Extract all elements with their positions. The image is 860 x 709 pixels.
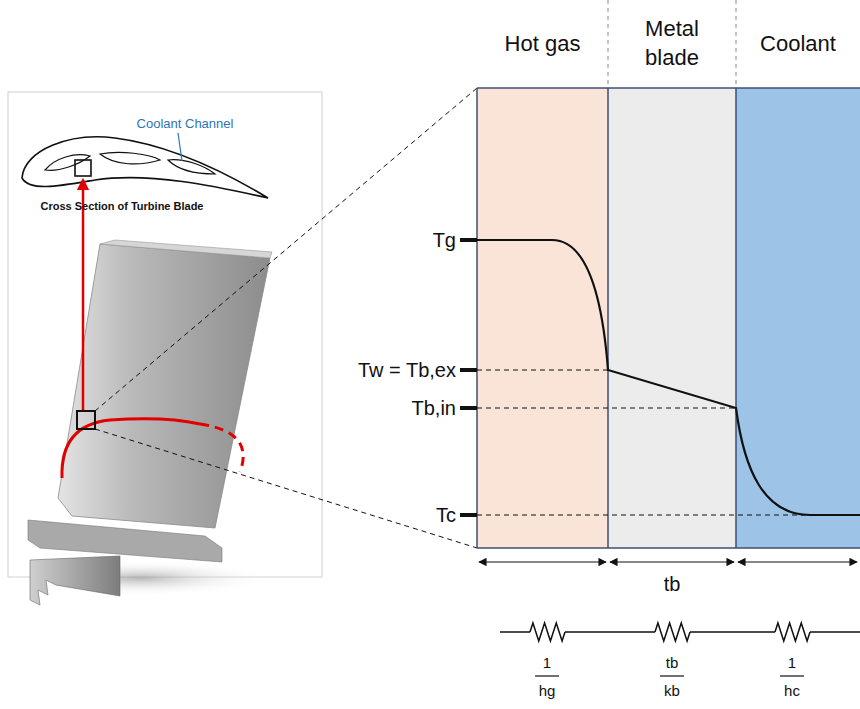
region-band: Metal blade <box>608 88 736 548</box>
blade-tip <box>100 240 272 258</box>
region-band: Coolant <box>736 88 860 548</box>
section-arc <box>62 419 200 478</box>
fraction-part: 1 <box>788 655 796 672</box>
dimension-label: tb <box>664 573 681 595</box>
temperature-label: Tg <box>433 229 456 251</box>
band-outline <box>477 88 860 548</box>
band-heading-box: Coolant <box>739 0 857 88</box>
zoom-line <box>95 88 477 411</box>
fraction-part: hg <box>539 683 556 700</box>
section-arc <box>200 424 243 472</box>
band-heading-box: Hot gas <box>478 0 608 88</box>
resistor-symbol <box>530 623 565 641</box>
callout-label: Coolant Channel <box>137 117 234 131</box>
temperature-curve <box>477 240 860 515</box>
airfoil-section <box>22 137 268 198</box>
region-band: Hot gas <box>477 88 608 548</box>
zoom-line <box>95 429 477 548</box>
fraction-part: hc <box>784 683 800 700</box>
level-line <box>477 370 805 515</box>
tick-mark <box>460 240 477 515</box>
detail-square <box>75 160 91 176</box>
fraction-part: tb <box>666 655 679 672</box>
band-heading: Metal blade <box>630 15 714 72</box>
temperature-label: Tw = Tb,ex <box>358 359 456 381</box>
dimension-arrow <box>479 561 857 562</box>
resistor-network <box>500 623 860 641</box>
band-heading: Hot gas <box>505 30 581 59</box>
wire <box>500 631 860 633</box>
temperature-label: Tc <box>436 504 456 526</box>
temperature-label: Tb,in <box>412 397 456 419</box>
coolant-channel <box>100 152 160 164</box>
illustration-panel <box>8 92 322 577</box>
resistor-symbol <box>775 623 810 641</box>
separator <box>736 0 737 88</box>
fraction-part: 1 <box>543 655 551 672</box>
coolant-channel <box>45 155 90 171</box>
red-arrow <box>82 184 85 412</box>
figure-caption: Cross Section of Turbine Blade <box>41 200 204 212</box>
band-heading-box: Metal blade <box>630 0 714 88</box>
fraction-bar <box>535 675 804 676</box>
blade-airfoil <box>58 244 270 528</box>
leader-line <box>178 133 182 161</box>
fraction-part: kb <box>664 683 680 700</box>
coolant-channel <box>168 160 215 174</box>
band-heading: Coolant <box>760 30 836 59</box>
detail-square <box>77 411 95 429</box>
separator <box>608 0 609 88</box>
resistor-symbol <box>655 623 690 641</box>
blade-root <box>30 556 120 605</box>
